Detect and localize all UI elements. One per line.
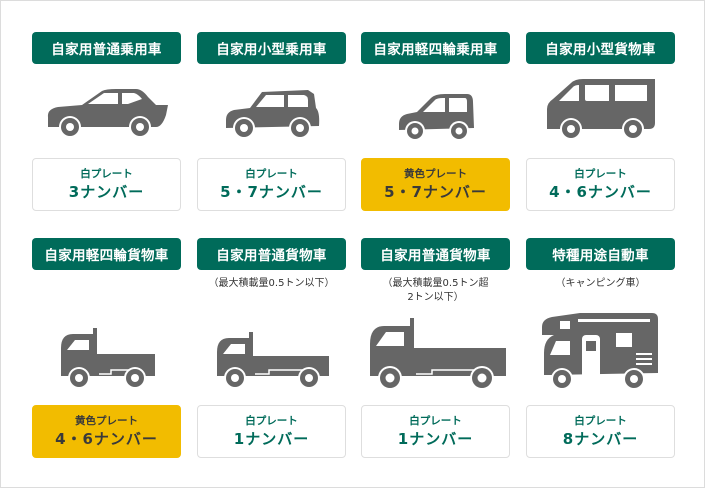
vehicle-card-small-cargo: 自家用小型貨物車 白プレート 4・6ナンバー <box>526 32 675 211</box>
vehicle-card-kei-cargo: 自家用軽四輪貨物車 黄色プレート 4・6ナンバー <box>32 238 181 458</box>
vehicle-title: 自家用普通貨物車 <box>197 238 346 270</box>
plate-box: 黄色プレート 4・6ナンバー <box>32 405 181 458</box>
plate-number-label: 1ナンバー <box>397 430 474 448</box>
vehicle-title: 自家用小型貨物車 <box>526 32 675 64</box>
plate-color-label: 黄色プレート <box>404 168 467 180</box>
plate-color-label: 白プレート <box>574 168 627 180</box>
vehicle-card-standard-cargo-small: 自家用普通貨物車 （最大積載量0.5トン以下） 白プレート 1ナンバー <box>197 238 346 458</box>
vehicle-card-standard-passenger: 自家用普通乗用車 白プレート 3ナンバー <box>32 32 181 211</box>
vehicle-card-special-purpose: 特種用途自動車 （キャンピング車） 白プレート 8ナンバー <box>526 238 675 458</box>
plate-color-label: 白プレート <box>245 168 298 180</box>
plate-box: 白プレート 4・6ナンバー <box>526 158 675 211</box>
vehicle-note-line: 2トン以下） <box>407 292 464 303</box>
vehicle-card-standard-cargo-large: 自家用普通貨物車 （最大積載量0.5トン超 2トン以下） 白プレート 1ナンバー <box>361 238 510 458</box>
plate-number-label: 5・7ナンバー <box>384 183 487 201</box>
plate-box: 黄色プレート 5・7ナンバー <box>361 158 510 211</box>
vehicle-title: 自家用軽四輪貨物車 <box>32 238 181 270</box>
plate-color-label: 白プレート <box>245 415 298 427</box>
kei-car-icon <box>361 94 510 142</box>
vehicle-title: 自家用軽四輪乗用車 <box>361 32 510 64</box>
vehicle-note: （キャンピング車） <box>555 278 646 289</box>
small-truck-icon <box>197 332 346 392</box>
plate-number-label: 8ナンバー <box>562 430 639 448</box>
van-icon <box>526 79 675 145</box>
plate-number-label: 1ナンバー <box>233 430 310 448</box>
plate-color-label: 白プレート <box>574 415 627 427</box>
plate-box: 白プレート 8ナンバー <box>526 405 675 458</box>
plate-box: 白プレート 1ナンバー <box>361 405 510 458</box>
plate-box: 白プレート 1ナンバー <box>197 405 346 458</box>
plate-box: 白プレート 3ナンバー <box>32 158 181 211</box>
plate-color-label: 白プレート <box>409 415 462 427</box>
plate-number-label: 4・6ナンバー <box>549 183 652 201</box>
vehicle-title: 自家用小型乗用車 <box>197 32 346 64</box>
plate-number-label: 3ナンバー <box>68 183 145 201</box>
kei-truck-icon <box>32 328 181 392</box>
vehicle-title: 特種用途自動車 <box>526 238 675 270</box>
sedan-icon <box>32 87 181 139</box>
camper-icon <box>526 313 675 395</box>
vehicle-title: 自家用普通貨物車 <box>361 238 510 270</box>
plate-number-label: 5・7ナンバー <box>220 183 323 201</box>
truck-icon <box>361 318 510 392</box>
plate-box: 白プレート 5・7ナンバー <box>197 158 346 211</box>
vehicle-card-kei-passenger: 自家用軽四輪乗用車 黄色プレート 5・7ナンバー <box>361 32 510 211</box>
compact-car-icon <box>197 90 346 140</box>
vehicle-note: （最大積載量0.5トン以下） <box>208 278 335 289</box>
vehicle-note-line: （最大積載量0.5トン超 <box>382 278 489 289</box>
plate-color-label: 白プレート <box>80 168 133 180</box>
plate-color-label: 黄色プレート <box>75 415 138 427</box>
vehicle-card-compact-passenger: 自家用小型乗用車 白プレート 5・7ナンバー <box>197 32 346 211</box>
plate-number-label: 4・6ナンバー <box>55 430 158 448</box>
vehicle-note: （最大積載量0.5トン超 2トン以下） <box>361 277 510 305</box>
vehicle-title: 自家用普通乗用車 <box>32 32 181 64</box>
